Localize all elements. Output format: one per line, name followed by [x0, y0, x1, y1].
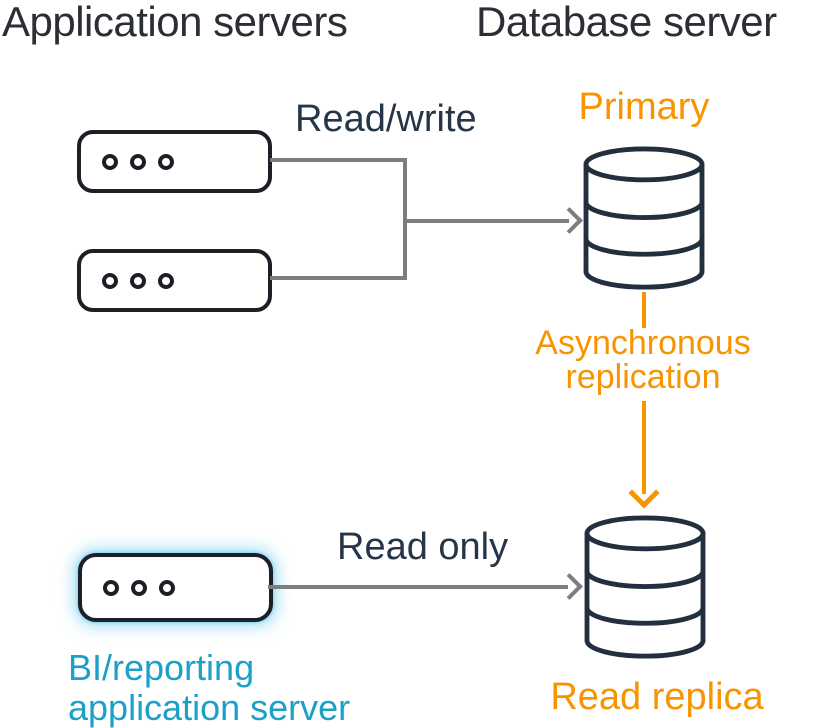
arrowhead-down-icon: [628, 477, 660, 509]
server-dot-icon: [103, 579, 119, 596]
server-dot-icon: [131, 579, 147, 596]
arrowhead-right-icon: [556, 207, 583, 234]
replica-database-icon: [584, 515, 706, 659]
read-only-label: Read only: [337, 526, 509, 568]
server-dot-icon: [102, 272, 118, 289]
replication-line-top: [642, 292, 646, 328]
header-database-server: Database server: [476, 0, 777, 45]
arrowhead-right-icon: [556, 573, 583, 600]
server-dot-icon: [159, 579, 175, 596]
app-server-icon: [77, 130, 272, 193]
bi-reporting-label-line2: application server: [68, 687, 351, 728]
asynchronous-replication-label-line1: Asynchronous: [535, 324, 751, 362]
bi-reporting-label: BI/reporting application server: [68, 648, 350, 728]
server-dot-icon: [102, 153, 118, 170]
asynchronous-replication-label-line2: replication: [565, 358, 721, 396]
server-dot-icon: [158, 272, 174, 289]
server-dot-icon: [130, 153, 146, 170]
asynchronous-replication-label: Asynchronous replication: [493, 326, 793, 394]
app-server-icon: [77, 249, 272, 312]
bi-app-server-icon: [78, 553, 273, 622]
connector-line-to-replica: [268, 585, 568, 589]
primary-label: Primary: [578, 86, 710, 128]
header-application-servers: Application servers: [2, 0, 348, 45]
connector-line-to-primary: [403, 219, 569, 223]
bi-reporting-label-line1: BI/reporting: [68, 647, 255, 688]
server-dot-icon: [130, 272, 146, 289]
server-dot-icon: [158, 153, 174, 170]
connector-line-server2: [270, 276, 405, 280]
read-replica-label: Read replica: [550, 676, 764, 718]
replication-line-bottom: [642, 401, 646, 494]
read-write-label: Read/write: [295, 98, 477, 140]
connector-line-server1: [270, 158, 405, 162]
primary-database-icon: [583, 146, 705, 290]
